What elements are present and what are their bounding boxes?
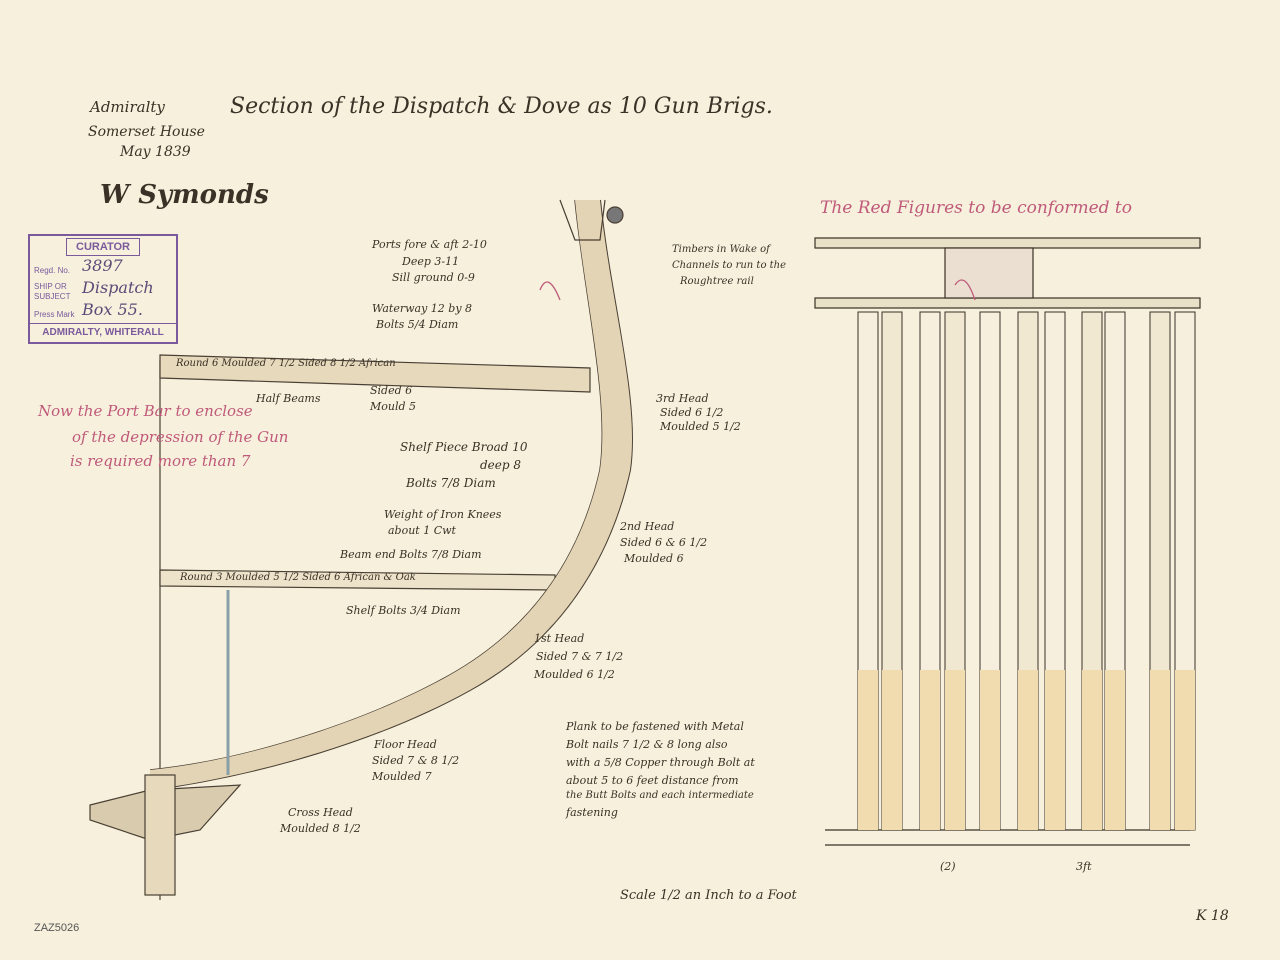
fitting-circle — [606, 206, 624, 224]
office-line-2: Somerset House — [88, 124, 205, 140]
press-value: Box 55. — [82, 300, 143, 319]
plank-note-4: about 5 to 6 feet distance from — [566, 774, 739, 787]
timbers-note-1: Timbers in Wake of — [672, 244, 770, 255]
red-note-2: of the depression of the Gun — [72, 428, 289, 446]
head-1-line-3: Moulded 6 1/2 — [534, 668, 615, 681]
plank-shade — [980, 670, 1000, 830]
curator-stamp: CURATOR Regd. No. 3897 SHIP OR SUBJECT D… — [28, 234, 178, 344]
shelf-piece-note-3: Bolts 7/8 Diam — [406, 476, 496, 490]
hull-inner-curve — [149, 199, 604, 771]
red-pencil-marks — [539, 279, 976, 301]
red-note-1: Now the Port Bar to enclose — [38, 402, 253, 420]
stamp-footer: ADMIRALTY, WHITERALL — [30, 323, 176, 342]
head-2-line-1: 2nd Head — [620, 520, 675, 533]
plank-shade — [858, 670, 878, 830]
sided-note: Sided 6 — [370, 384, 413, 397]
red-figures-note: The Red Figures to be conformed to — [820, 198, 1132, 218]
shelf-piece-note-2: deep 8 — [480, 458, 522, 472]
floor-head-line-3: Moulded 7 — [372, 770, 432, 783]
head-3-line-2: Sided 6 1/2 — [660, 406, 724, 419]
plank-note-3: with a 5/8 Copper through Bolt at — [566, 756, 755, 769]
mould-note: Mould 5 — [370, 400, 417, 413]
plank-note-6: fastening — [566, 806, 618, 819]
knees-note-1: Weight of Iron Knees — [384, 508, 502, 521]
head-1-line-1: 1st Head — [534, 632, 585, 645]
shelf-bolts-note: Shelf Bolts 3/4 Diam — [346, 604, 461, 617]
plank-shade — [1082, 670, 1102, 830]
date-text: May 1839 — [120, 144, 191, 160]
ports-note-1: Ports fore & aft 2-10 — [372, 238, 487, 251]
round-beam-note: Round 6 Moulded 7 1/2 Sided 8 1/2 Africa… — [176, 358, 396, 369]
drawing-title: Section of the Dispatch & Dove as 10 Gun… — [230, 94, 773, 119]
shelf-piece-note-1: Shelf Piece Broad 10 — [400, 440, 528, 454]
plank-shade — [1045, 670, 1065, 830]
office-line-1: Admiralty — [90, 98, 165, 116]
head-2-line-2: Sided 6 & 6 1/2 — [620, 536, 708, 549]
reference-code: ZAZ5026 — [34, 922, 80, 934]
head-2-line-3: Moulded 6 — [624, 552, 684, 565]
bulwark-top — [559, 199, 606, 241]
ship-label-1: SHIP OR — [34, 282, 67, 291]
plank-note-5: the Butt Bolts and each intermediate — [566, 790, 754, 801]
signature: W Symonds — [100, 180, 269, 210]
head-1-line-2: Sided 7 & 7 1/2 — [536, 650, 624, 663]
plan-label-a: (2) — [940, 860, 956, 873]
ports-note-2: Deep 3-11 — [402, 255, 460, 268]
plank-note-1: Plank to be fastened with Metal — [566, 720, 744, 733]
half-beams-note: Half Beams — [256, 392, 321, 405]
plan-label-b: 3ft — [1076, 860, 1092, 873]
plank-shade — [882, 670, 902, 830]
plank-shade — [920, 670, 940, 830]
plank-shade — [945, 670, 965, 830]
plank-plan-view — [814, 237, 1201, 846]
press-label: Press Mark — [34, 310, 75, 319]
ports-note-3: Sill ground 0-9 — [392, 271, 475, 284]
beam-end-note: Beam end Bolts 7/8 Diam — [340, 548, 482, 561]
cross-head-line-1: Cross Head — [288, 806, 353, 819]
plank-shade — [1018, 670, 1038, 830]
plank-shade — [1105, 670, 1125, 830]
scale-note: Scale 1/2 an Inch to a Foot — [620, 888, 797, 903]
floor-head-line-1: Floor Head — [374, 738, 437, 751]
plank-note-2: Bolt nails 7 1/2 & 8 long also — [566, 738, 728, 751]
regd-label: Regd. No. — [34, 266, 71, 275]
plank-shade — [1175, 670, 1195, 830]
round-3-note: Round 3 Moulded 5 1/2 Sided 6 African & … — [180, 572, 416, 583]
stamp-title: CURATOR — [66, 238, 140, 256]
red-note-3: is required more than 7 — [70, 452, 251, 470]
cross-head-line-2: Moulded 8 1/2 — [280, 822, 361, 835]
plank-shade — [1150, 670, 1170, 830]
keelson — [144, 774, 176, 896]
regd-value: 3897 — [82, 256, 123, 275]
ship-value: Dispatch — [82, 278, 154, 297]
frame-timber-fill — [150, 200, 633, 790]
head-3-line-3: Moulded 5 1/2 — [660, 420, 741, 433]
floor-head-line-2: Sided 7 & 8 1/2 — [372, 754, 460, 767]
sheet-number: K 18 — [1196, 908, 1229, 924]
plank-group — [857, 311, 1196, 831]
waterway-note-2: Bolts 5/4 Diam — [376, 318, 459, 331]
upper-deck-beam — [159, 354, 591, 393]
knees-note-2: about 1 Cwt — [388, 524, 456, 537]
ship-label-2: SUBJECT — [34, 292, 71, 301]
waterway-note-1: Waterway 12 by 8 — [372, 302, 473, 315]
timbers-note-3: Roughtree rail — [680, 276, 754, 287]
head-3-line-1: 3rd Head — [656, 392, 709, 405]
hull-outer-curve — [149, 199, 633, 791]
timbers-note-2: Channels to run to the — [672, 260, 787, 271]
